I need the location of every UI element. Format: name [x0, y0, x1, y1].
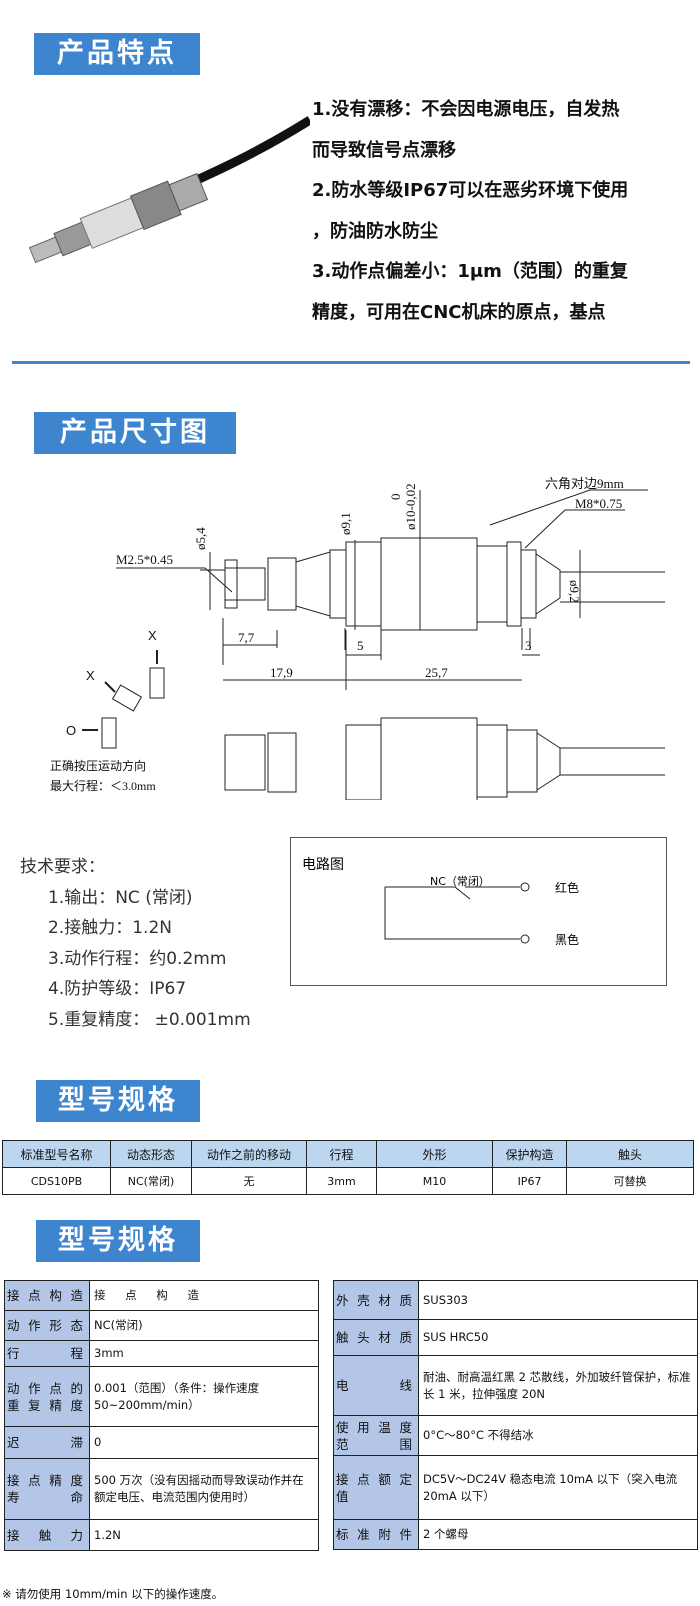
cell: 无: [191, 1167, 307, 1195]
spec-label: 接点额定值: [333, 1455, 419, 1520]
tech-item: 1.输出：NC (常闭): [48, 887, 193, 908]
label-x: X: [148, 628, 157, 643]
dim-d92: ø9,2: [567, 580, 582, 603]
feature-line: 2.防水等级IP67可以在恶劣环境下使用: [312, 180, 629, 201]
tech-item: 2.接触力：1.2N: [48, 918, 172, 938]
spec-label: 动作点的重复精度: [4, 1366, 90, 1427]
feature-line: 而导致信号点漂移: [312, 139, 456, 161]
divider: [12, 361, 690, 364]
cell: 3mm: [306, 1167, 377, 1195]
circuit-diagram: 电路图 NC（常闭） 红色 黑色: [290, 837, 667, 986]
cell: 可替换: [566, 1167, 694, 1195]
cell: IP67: [492, 1167, 567, 1195]
spec-label: 迟滞: [4, 1426, 90, 1459]
spec-value: 0°C～80°C 不得结冰: [418, 1415, 698, 1456]
dim-3: 3: [525, 638, 532, 653]
dim-257: 25,7: [425, 665, 448, 680]
label-x: X: [86, 668, 95, 683]
black-wire-label: 黑色: [555, 933, 579, 947]
feature-line: 3.动作点偏差小：1μm（范围）的重复: [312, 261, 628, 282]
spec-label: 接触力: [4, 1519, 90, 1551]
spec-label: 外壳材质: [333, 1280, 419, 1320]
spec-value: 0.001（范围）（条件：操作速度50~200mm/min）: [89, 1366, 319, 1427]
spec-label: 触头材质: [333, 1319, 419, 1356]
header-cell: 保护构造: [492, 1140, 567, 1168]
tech-title: 技术要求：: [20, 857, 105, 877]
dim-77: 7,7: [238, 630, 255, 645]
tech-item: 3.动作行程：约0.2mm: [48, 948, 227, 969]
feature-list: 1.没有漂移：不会因电源电压，自发热 而导致信号点漂移 2.防水等级IP67可以…: [312, 90, 697, 333]
spec-label: 行程: [4, 1340, 90, 1367]
spec-value: 3mm: [89, 1340, 319, 1367]
stroke-label: 最大行程：＜3.0mm: [50, 778, 156, 793]
direction-label: 正确按压运动方向: [50, 758, 146, 773]
header-cell: 触头: [566, 1140, 694, 1168]
dim-d10-tol: 0: [388, 494, 403, 501]
header-cell: 行程: [306, 1140, 377, 1168]
spec-value: SUS HRC50: [418, 1319, 698, 1356]
dim-m8: M8*0.75: [575, 496, 622, 511]
section-header-features: 产品特点: [34, 33, 200, 75]
dim-d91: ø9,1: [338, 512, 353, 535]
dimension-drawing: ø5,4 M2.5*0.45 ø9,1 0 ø10-0,02 六角对边9mm M…: [50, 476, 665, 800]
dim-hex: 六角对边9mm: [545, 476, 624, 491]
section-header-model-2: 型号规格: [36, 1220, 200, 1262]
feature-line: 精度，可用在CNC机床的原点，基点: [312, 301, 606, 323]
dim-d54: ø5,4: [193, 527, 208, 550]
switch-label: NC（常闭）: [430, 875, 490, 888]
header-cell: 动作之前的移动: [191, 1140, 307, 1168]
spec-label: 使用温度范围: [333, 1415, 419, 1456]
spec-value: 2 个螺母: [418, 1519, 698, 1550]
dim-m25: M2.5*0.45: [116, 552, 173, 567]
circuit-title: 电路图: [302, 857, 344, 873]
tech-item: 4.防护等级：IP67: [48, 979, 187, 999]
spec-value: 0: [89, 1426, 319, 1459]
section-header-dimensions: 产品尺寸图: [34, 412, 236, 454]
header-cell: 外形: [376, 1140, 493, 1168]
label-o: O: [66, 723, 76, 738]
red-wire-label: 红色: [555, 880, 579, 895]
tech-requirements: 技术要求： 1.输出：NC (常闭) 2.接触力：1.2N 3.动作行程：约0.…: [20, 852, 251, 1035]
spec-value: 500 万次（没有因摇动而导致误动作并在额定电压、电流范围内使用时）: [89, 1458, 319, 1520]
feature-line: 1.没有漂移：不会因电源电压，自发热: [312, 99, 620, 120]
spec-value: SUS303: [418, 1280, 698, 1320]
feature-line: ，防油防水防尘: [312, 220, 438, 242]
cell: NC(常闭): [110, 1167, 192, 1195]
model-table: 标准型号名称 动态形态 动作之前的移动 行程 外形 保护构造 触头 CDS10P…: [2, 1140, 694, 1195]
spec-value: 接 点 构 造: [89, 1280, 319, 1311]
footnote: ※ 请勿使用 10mm/min 以下的操作速度。: [2, 1587, 224, 1601]
spec-label: 接点精度寿命: [4, 1458, 90, 1520]
tech-item: 5.重复精度： ±0.001mm: [48, 1009, 251, 1030]
spec-label: 电线: [333, 1355, 419, 1416]
header-cell: 动态形态: [110, 1140, 192, 1168]
spec-label: 标准附件: [333, 1519, 419, 1550]
spec-value: 1.2N: [89, 1519, 319, 1551]
section-header-model: 型号规格: [36, 1080, 200, 1122]
table-row: CDS10PB NC(常闭) 无 3mm M10 IP67 可替换: [2, 1167, 694, 1195]
dim-d10: ø10-0,02: [403, 483, 418, 530]
header-cell: 标准型号名称: [2, 1140, 111, 1168]
spec-value: DC5V～DC24V 稳态电流 10mA 以下（突入电流 20mA 以下）: [418, 1455, 698, 1520]
dim-179: 17,9: [270, 665, 293, 680]
spec-label: 接点构造: [4, 1280, 90, 1311]
cell: M10: [376, 1167, 493, 1195]
dim-5: 5: [357, 638, 364, 653]
spec-value: 耐油、耐高温红黑 2 芯散线，外加玻纤管保护，标准长 1 米，拉伸强度 20N: [418, 1355, 698, 1416]
spec-value: NC(常闭): [89, 1310, 319, 1341]
spec-label: 动作形态: [4, 1310, 90, 1341]
product-photo: [28, 116, 310, 264]
cell: CDS10PB: [2, 1167, 111, 1195]
